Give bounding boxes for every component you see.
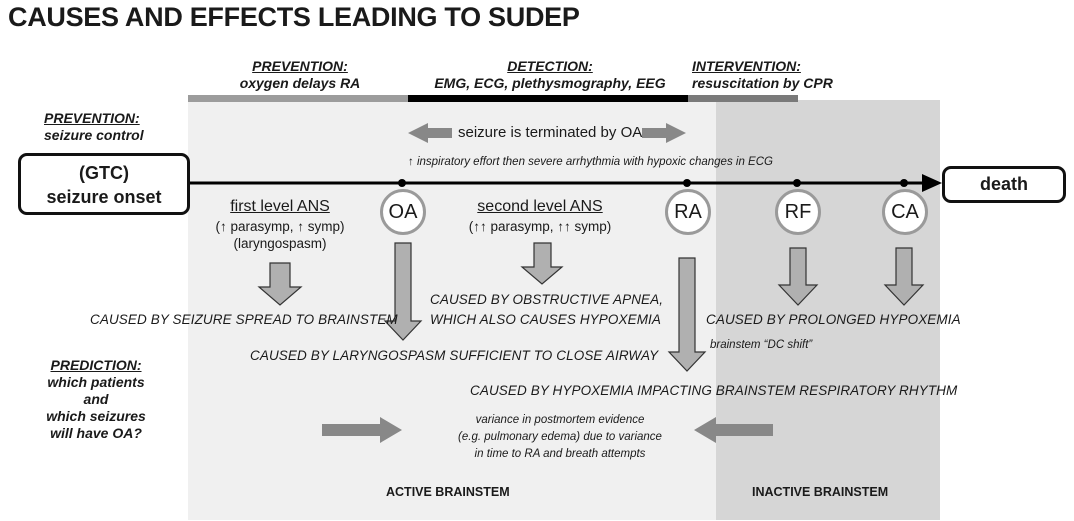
variance-line-1: variance in postmortem evidence — [475, 414, 645, 426]
cause-seizure-spread: CAUSED BY SEIZURE SPREAD TO BRAINSTEM — [90, 312, 398, 327]
detection-header: DETECTION: EMG, ECG, plethysmography, EE… — [410, 58, 690, 92]
seizure-onset-line-1: (GTC) — [79, 163, 129, 183]
prevention-heading: PREVENTION: — [252, 58, 348, 74]
prevention-bar — [188, 95, 408, 102]
prediction-line-4: will have OA? — [50, 425, 142, 441]
variance-line-3: in time to RA and breath attempts — [474, 448, 646, 460]
intervention-header: INTERVENTION: resuscitation by CPR — [692, 58, 833, 92]
rf-node: RF — [775, 189, 821, 235]
rf-node-label: RF — [784, 201, 812, 223]
ra-node: RA — [665, 189, 711, 235]
ra-dot — [683, 179, 691, 187]
death-label: death — [979, 174, 1028, 194]
rf-down-arrow — [777, 247, 819, 306]
second-ans-line-1: (↑↑ parasymp, ↑↑ symp) — [468, 219, 612, 234]
rf-dot — [793, 179, 801, 187]
oa-down-arrow — [383, 242, 423, 341]
oa-node: OA — [380, 189, 426, 235]
variance-text: variance in postmortem evidence (e.g. pu… — [420, 412, 700, 463]
terminated-right-arrow — [642, 123, 686, 143]
oa-dot — [398, 179, 406, 187]
detection-heading: DETECTION: — [507, 58, 593, 74]
prediction-line-3: which seizures — [46, 408, 146, 424]
prediction-label: PREDICTION: which patients and which sei… — [26, 357, 166, 442]
ra-down-arrow — [667, 257, 707, 372]
variance-left-arrow — [322, 417, 402, 443]
seizure-onset-box: (GTC) seizure onset — [18, 153, 190, 215]
first-ans-down-arrow — [257, 262, 303, 306]
prevention-text: oxygen delays RA — [239, 75, 361, 91]
page-title: CAUSES AND EFFECTS LEADING TO SUDEP — [8, 2, 580, 32]
ca-node-label: CA — [891, 201, 919, 223]
inspiratory-note: ↑ inspiratory effort then severe arrhyth… — [408, 156, 773, 168]
oa-node-label: OA — [388, 201, 418, 223]
ca-down-arrow — [883, 247, 925, 306]
dc-shift-label: brainstem “DC shift” — [710, 339, 813, 351]
first-ans-line-1: (↑ parasymp, ↑ symp) — [215, 219, 345, 234]
intervention-heading: INTERVENTION: — [692, 58, 801, 74]
prediction-heading: PREDICTION: — [50, 357, 142, 373]
timeline-arrowhead — [922, 174, 942, 192]
cause-laryngospasm: CAUSED BY LARYNGOSPASM SUFFICIENT TO CLO… — [250, 348, 659, 363]
second-ans-down-arrow — [520, 242, 564, 285]
inactive-brainstem-label: INACTIVE BRAINSTEM — [752, 485, 889, 499]
detection-text: EMG, ECG, plethysmography, EEG — [434, 75, 666, 91]
ca-node: CA — [882, 189, 928, 235]
left-prevention-heading: PREVENTION: — [44, 110, 140, 126]
death-box: death — [942, 166, 1066, 203]
prevention-header: PREVENTION: oxygen delays RA — [200, 58, 400, 92]
active-brainstem-panel — [188, 100, 716, 520]
active-brainstem-label: ACTIVE BRAINSTEM — [386, 485, 510, 499]
cause-prolonged-hypoxemia: CAUSED BY PROLONGED HYPOXEMIA — [706, 312, 961, 327]
terminated-left-arrow — [408, 123, 452, 143]
prediction-line-2: and — [83, 391, 109, 407]
terminated-label: seizure is terminated by OA — [458, 124, 643, 141]
left-prevention-text: seizure control — [44, 127, 144, 143]
ca-dot — [900, 179, 908, 187]
second-ans-block: second level ANS (↑↑ parasymp, ↑↑ symp) — [440, 198, 640, 235]
cause-obstructive-line-2: WHICH ALSO CAUSES HYPOXEMIA — [430, 312, 661, 327]
prediction-line-1: which patients — [47, 374, 145, 390]
inactive-brainstem-panel — [716, 100, 940, 520]
seizure-onset-line-2: seizure onset — [46, 187, 162, 207]
detection-bar — [408, 95, 688, 102]
variance-right-arrow — [694, 417, 773, 443]
cause-obstructive-line-1: CAUSED BY OBSTRUCTIVE APNEA, — [430, 292, 664, 307]
intervention-text: resuscitation by CPR — [692, 75, 833, 91]
first-ans-title: first level ANS — [230, 198, 330, 215]
first-ans-line-2: (laryngospasm) — [233, 236, 327, 251]
cause-hypoxemia-rhythm: CAUSED BY HYPOXEMIA IMPACTING BRAINSTEM … — [470, 383, 958, 398]
variance-line-2: (e.g. pulmonary edema) due to variance — [458, 431, 662, 443]
first-ans-block: first level ANS (↑ parasymp, ↑ symp) (la… — [190, 198, 370, 252]
seizure-control-label: PREVENTION: seizure control — [44, 110, 144, 144]
second-ans-title: second level ANS — [477, 198, 603, 215]
ra-node-label: RA — [674, 201, 702, 223]
intervention-bar — [688, 95, 798, 102]
